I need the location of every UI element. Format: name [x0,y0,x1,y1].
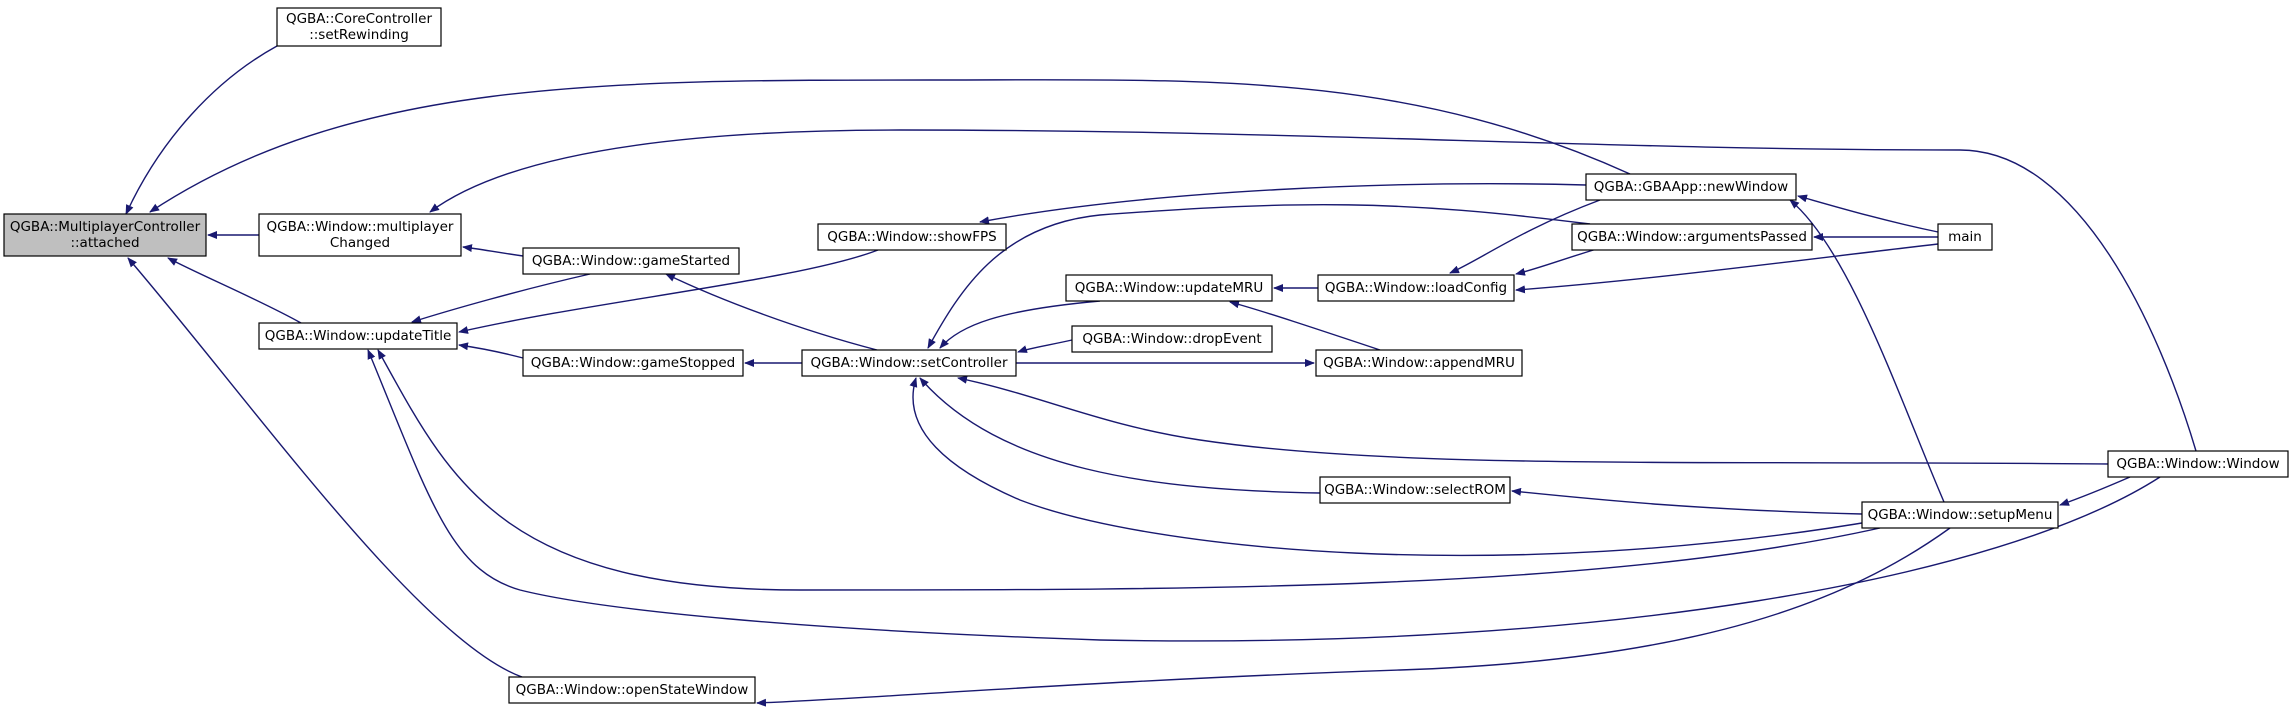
node-box-appendMRU[interactable] [1315,349,1523,377]
node-box-loadConfig[interactable] [1317,274,1515,302]
node-label-selectROM: QGBA::Window::selectROM [1324,482,1506,498]
edge-main-to-newWindow [1797,194,1939,233]
node-label-showFPS: QGBA::Window::showFPS [827,229,996,245]
node-box-newWindow[interactable] [1585,173,1797,201]
node-box-dropEvent[interactable] [1071,325,1273,353]
node-label-updateTitle: QGBA::Window::updateTitle [265,328,452,344]
node-attached[interactable]: QGBA::MultiplayerController::attached [3,213,207,257]
node-box-attached[interactable] [3,213,207,257]
node-box-gameStopped[interactable] [522,349,744,377]
edge-setupMenu-to-updateTitle [377,349,1881,591]
edge-main-to-loadConfig [1515,243,1939,294]
node-label-newWindow: QGBA::GBAApp::newWindow [1594,179,1788,195]
node-label-gameStopped: QGBA::Window::gameStopped [531,355,735,371]
edge-dropEvent-to-setController [1017,339,1073,353]
node-box-argumentsPassed[interactable] [1571,223,1813,251]
node-openStateWindow[interactable]: QGBA::Window::openStateWindow [508,676,756,704]
node-box-setController[interactable] [801,349,1017,377]
node-dropEvent[interactable]: QGBA::Window::dropEvent [1071,325,1273,353]
node-label-gameStarted: QGBA::Window::gameStarted [532,253,730,269]
node-label-updateMRU: QGBA::Window::updateMRU [1075,280,1264,296]
node-newWindow[interactable]: QGBA::GBAApp::newWindow [1585,173,1797,201]
node-label-openStateWindow: QGBA::Window::openStateWindow [516,682,749,698]
node-label-attached: QGBA::MultiplayerController [10,219,201,235]
edge-setController-to-gameStarted [665,273,878,351]
node-label-multiplayerChanged: QGBA::Window::multiplayer [267,219,454,235]
node-label-loadConfig: QGBA::Window::loadConfig [1325,280,1507,296]
edge-argumentsPassed-to-setController [927,203,1591,349]
node-gameStarted[interactable]: QGBA::Window::gameStarted [522,247,740,275]
node-box-main[interactable] [1937,223,1993,251]
node-setRewinding[interactable]: QGBA::CoreController::setRewinding [276,7,442,47]
edge-showFPS-to-updateTitle [458,249,879,334]
node-showFPS[interactable]: QGBA::Window::showFPS [817,223,1007,251]
edge-setupMenu-to-setController [909,377,1881,557]
node-box-gameStarted[interactable] [522,247,740,275]
node-gameStopped[interactable]: QGBA::Window::gameStopped [522,349,744,377]
node-label-setupMenu: QGBA::Window::setupMenu [1868,507,2053,523]
edge-updateTitle-to-attached [167,257,302,324]
node-box-setRewinding[interactable] [276,7,442,47]
edge-setupMenu-to-openStateWindow [756,527,1951,707]
edge-windowCtor-to-setController [957,375,2111,465]
edge-gameStarted-to-updateTitle [411,273,591,324]
node-updateMRU[interactable]: QGBA::Window::updateMRU [1065,274,1273,302]
node-argumentsPassed[interactable]: QGBA::Window::argumentsPassed [1571,223,1813,251]
edge-windowCtor-to-multiplayerChanged [429,129,2197,452]
node-appendMRU[interactable]: QGBA::Window::appendMRU [1315,349,1523,377]
node-label-multiplayerChanged: Changed [330,235,390,251]
node-label-appendMRU: QGBA::Window::appendMRU [1323,355,1515,371]
edge-setRewinding-to-attached [125,45,278,215]
node-updateTitle[interactable]: QGBA::Window::updateTitle [258,322,458,350]
node-box-windowCtor[interactable] [2107,450,2289,478]
edge-gameStopped-to-updateTitle [458,342,524,359]
node-main[interactable]: main [1937,223,1993,251]
edge-setupMenu-to-selectROM [1511,487,1863,515]
node-box-selectROM[interactable] [1319,476,1511,504]
edge-selectROM-to-setController [919,377,1321,494]
node-box-multiplayerChanged[interactable] [258,213,462,257]
edge-windowCtor-to-updateTitle [367,349,2161,642]
edge-windowCtor-to-setupMenu [2059,476,2131,506]
node-selectROM[interactable]: QGBA::Window::selectROM [1319,476,1511,504]
edge-gameStarted-to-multiplayerChanged [462,244,524,257]
node-box-showFPS[interactable] [817,223,1007,251]
node-label-windowCtor: QGBA::Window::Window [2116,456,2279,472]
edge-updateMRU-to-setController [939,300,1101,349]
node-label-attached: ::attached [70,235,139,251]
edge-openStateWindow-to-attached [127,257,523,678]
node-label-main: main [1948,229,1982,245]
node-box-openStateWindow[interactable] [508,676,756,704]
node-label-setRewinding: QGBA::CoreController [286,11,433,27]
node-label-setRewinding: ::setRewinding [309,27,409,43]
node-label-setController: QGBA::Window::setController [810,355,1008,371]
edge-newWindow-to-loadConfig [1449,199,1601,274]
node-setupMenu[interactable]: QGBA::Window::setupMenu [1861,501,2059,529]
node-loadConfig[interactable]: QGBA::Window::loadConfig [1317,274,1515,302]
node-layer: QGBA::MultiplayerController::attachedQGB… [3,7,2289,704]
edge-setupMenu-to-newWindow [1789,199,1945,503]
node-box-updateMRU[interactable] [1065,274,1273,302]
edge-newWindow-to-showFPS [979,183,1587,225]
node-box-updateTitle[interactable] [258,322,458,350]
edge-newWindow-to-attached [149,79,1631,213]
edge-layer [125,45,2197,707]
edge-appendMRU-to-updateMRU [1229,300,1381,351]
node-label-dropEvent: QGBA::Window::dropEvent [1082,331,1261,347]
node-windowCtor[interactable]: QGBA::Window::Window [2107,450,2289,478]
node-box-setupMenu[interactable] [1861,501,2059,529]
node-setController[interactable]: QGBA::Window::setController [801,349,1017,377]
node-label-argumentsPassed: QGBA::Window::argumentsPassed [1577,229,1807,245]
edge-argumentsPassed-to-loadConfig [1515,247,1601,276]
